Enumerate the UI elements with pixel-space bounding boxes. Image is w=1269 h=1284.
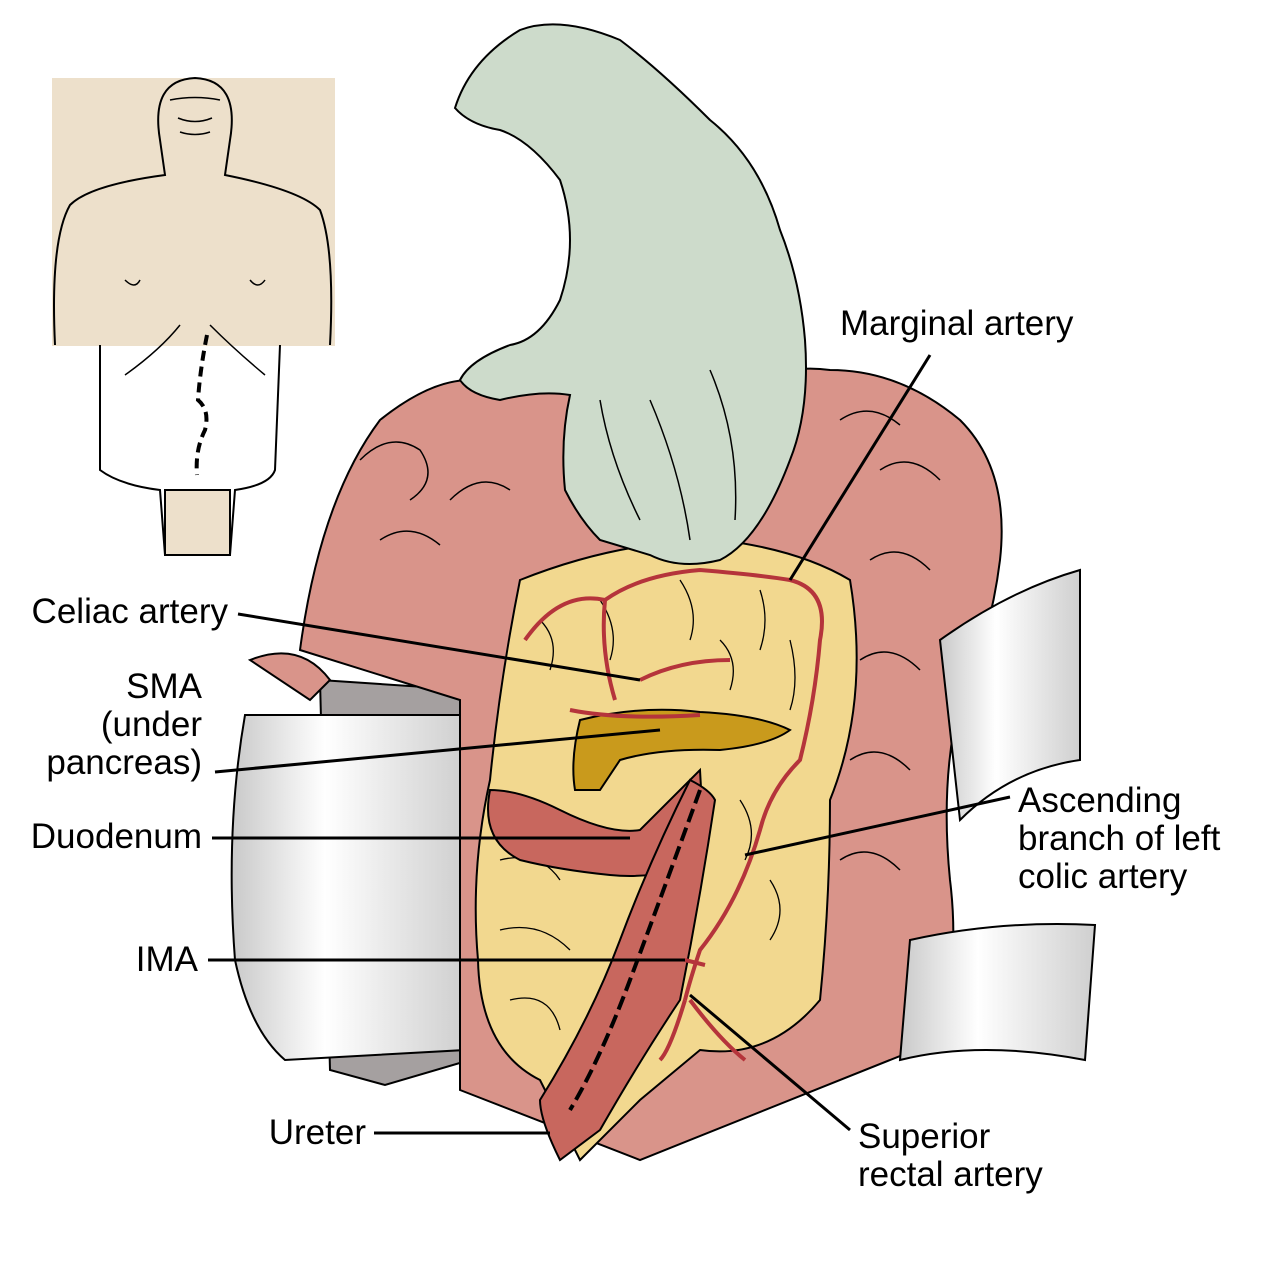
pancreas xyxy=(572,708,792,791)
label-duodenum: Duodenum xyxy=(30,817,202,856)
label-ascending-line1: Ascending xyxy=(1018,781,1182,820)
leader-sma xyxy=(214,728,661,774)
label-sma: SMA (under pancreas) xyxy=(0,668,202,782)
torso-inset xyxy=(52,76,335,556)
left-retractor xyxy=(230,678,471,1087)
leader-lines xyxy=(208,354,1011,1135)
label-celiac-artery: Celiac artery xyxy=(31,592,228,631)
label-ascending-line3: colic artery xyxy=(1018,857,1188,896)
label-marginal-artery: Marginal artery xyxy=(840,304,1074,343)
label-ima: IMA xyxy=(135,940,198,979)
gloved-hand xyxy=(453,23,807,565)
label-sma-line1: SMA xyxy=(126,667,202,706)
right-retractors xyxy=(898,568,1097,1062)
label-superior-rectal-line2: rectal artery xyxy=(858,1155,1043,1194)
marginal-artery-vessel xyxy=(523,567,824,1001)
label-ascending-line2: branch of left xyxy=(1018,819,1221,858)
label-sma-line2: (under xyxy=(100,705,202,744)
leader-marginal xyxy=(788,354,932,581)
leader-ascending xyxy=(744,795,1011,857)
aorta xyxy=(538,778,717,1162)
leader-superior-rectal xyxy=(689,993,851,1132)
label-sma-line3: pancreas) xyxy=(46,743,202,782)
ureter-dashed xyxy=(568,789,702,1112)
label-superior-rectal-artery: Superior rectal artery xyxy=(858,1118,1043,1194)
arteries xyxy=(523,567,824,1062)
incision-line xyxy=(194,334,209,476)
leader-celiac xyxy=(237,612,641,682)
label-ureter: Ureter xyxy=(268,1113,366,1152)
label-ascending-branch: Ascending branch of left colic artery xyxy=(1018,782,1220,896)
label-superior-rectal-line1: Superior xyxy=(858,1117,991,1156)
